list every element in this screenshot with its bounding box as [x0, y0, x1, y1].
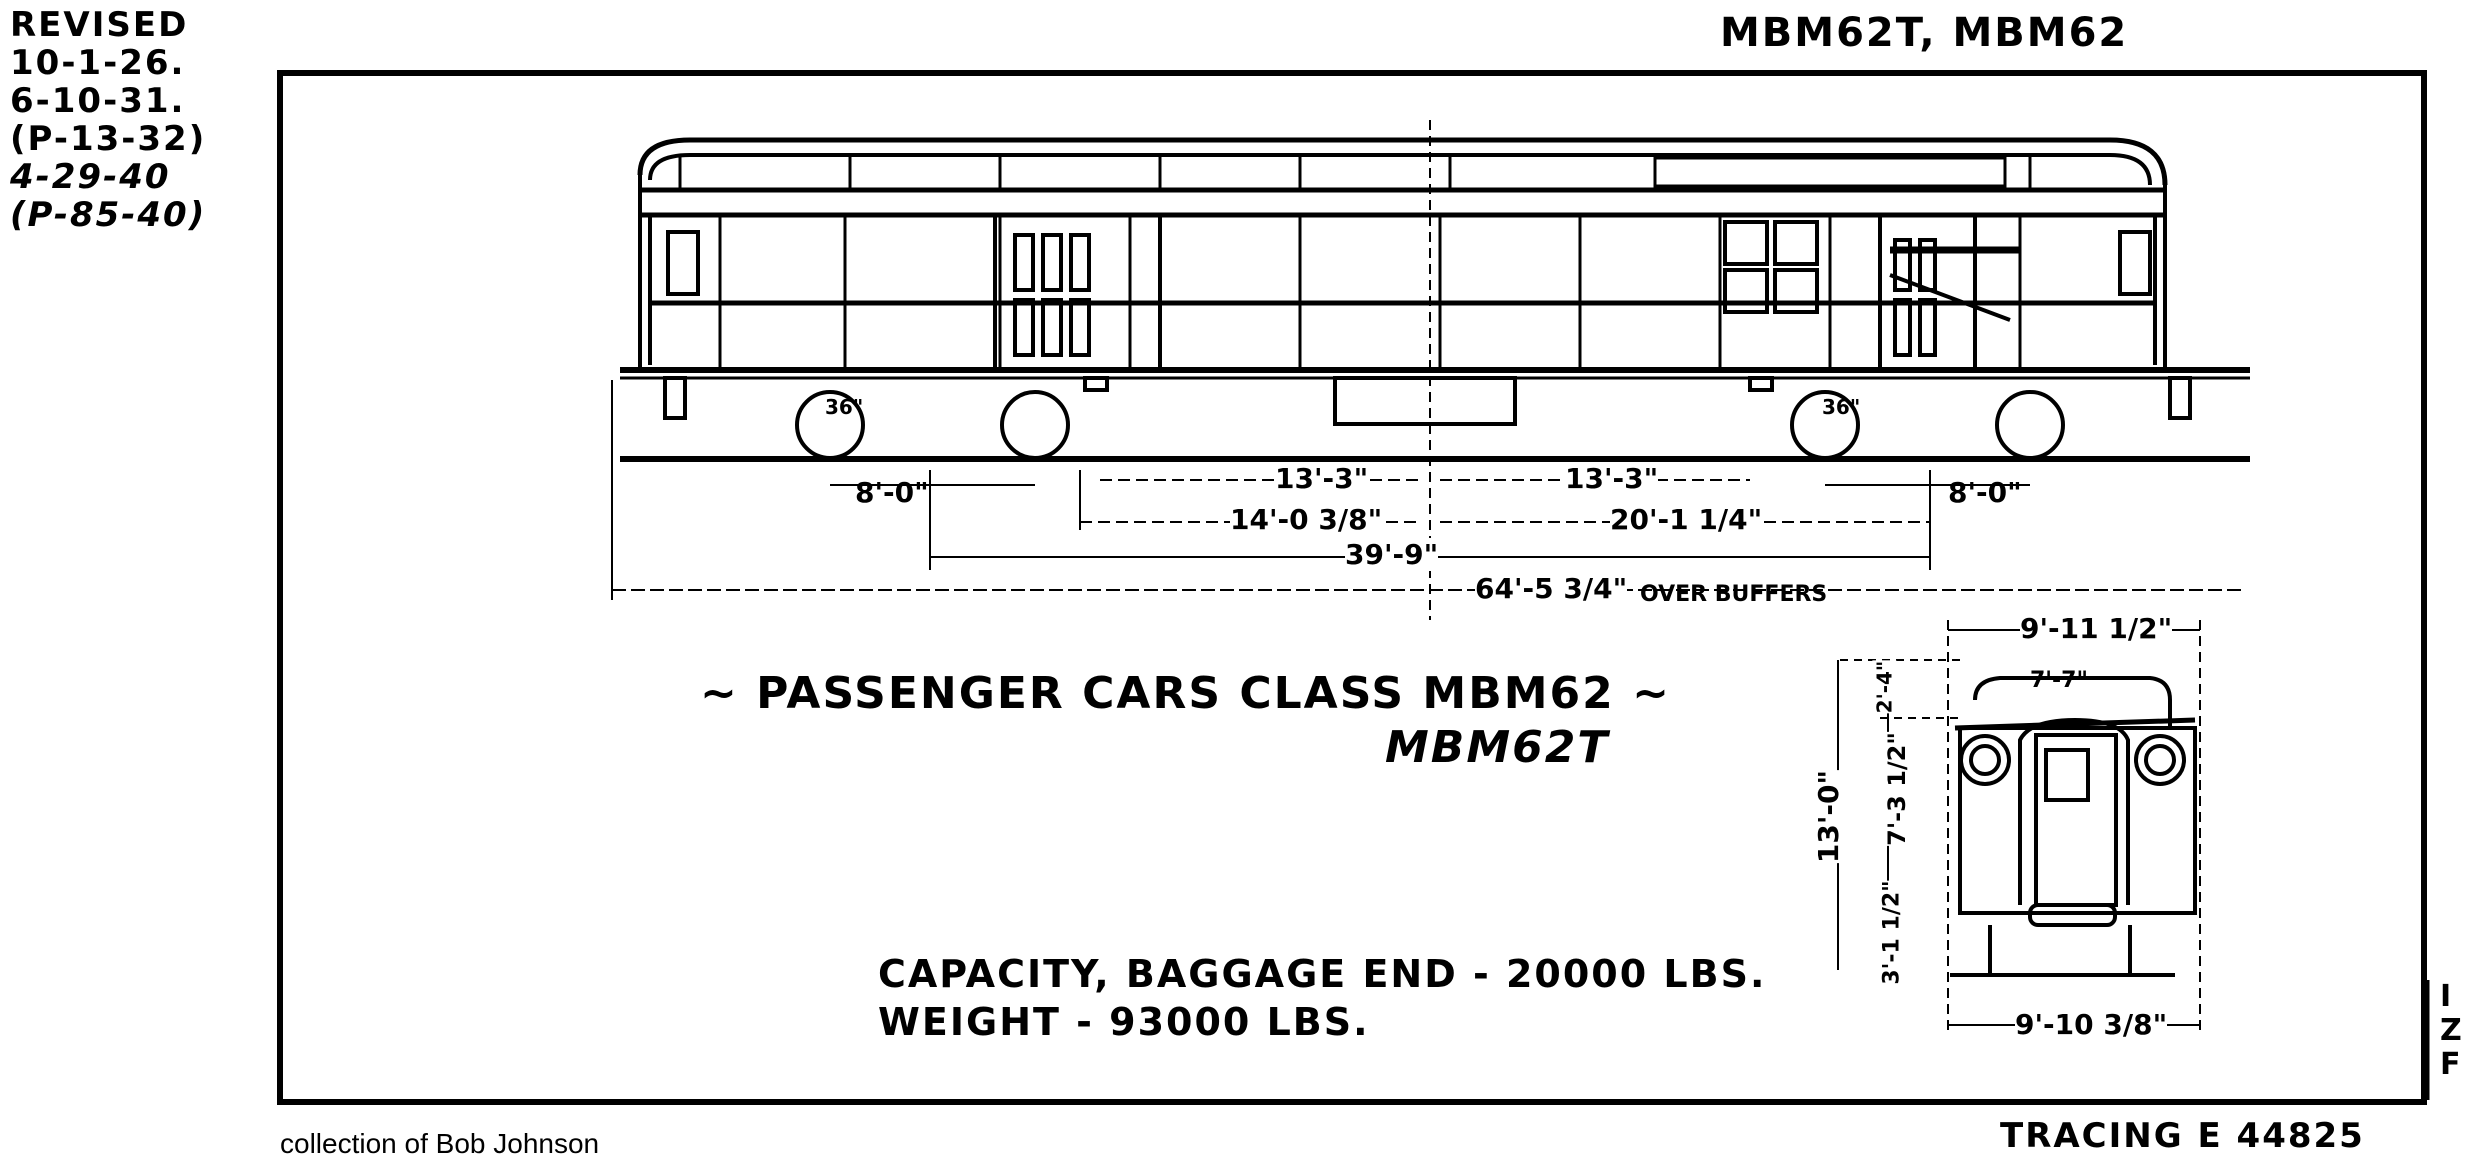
dim-over-buffers: 64'-5 3/4"	[1475, 572, 1628, 605]
capacity-spec: CAPACITY, BAGGAGE END - 20000 LBS.	[878, 952, 1767, 996]
drawing-frame	[277, 70, 2427, 1105]
dim-door-center-left: 13'-3"	[1275, 462, 1369, 495]
dim-roof-height: 2'-4"	[1872, 660, 1897, 714]
dim-body-height: 7'-3 1/2"	[1882, 732, 1911, 846]
revision-entry: (P-85-40)	[10, 195, 207, 235]
dim-underframe-height: 3'-1 1/2"	[1879, 880, 1905, 985]
dim-total-height: 13'-0"	[1812, 769, 1846, 864]
edge-mark: I	[2440, 979, 2454, 1014]
edge-mark: F	[2440, 1047, 2463, 1082]
edge-marks: I Z F	[2440, 980, 2464, 1082]
drawing-title: ~ PASSENGER CARS CLASS MBM62 ~	[700, 668, 1671, 719]
dim-truck-wheelbase-right: 8'-0"	[1948, 476, 2022, 509]
revision-label: REVISED	[10, 5, 189, 45]
class-codes-header: MBM62T, MBM62	[1720, 10, 2129, 56]
dim-roof-width: 7'-7"	[2030, 668, 2088, 693]
end-view-car	[1950, 676, 2197, 977]
drawing-subtitle: MBM62T	[1385, 722, 1610, 773]
side-view-car-body	[620, 137, 2250, 426]
tracing-number: TRACING E 44825	[2000, 1116, 2365, 1156]
dim-end-width-top: 9'-11 1/2"	[2020, 612, 2173, 645]
revision-entry: 6-10-31.	[10, 81, 186, 121]
over-buffers-label: OVER BUFFERS	[1640, 582, 1828, 607]
dim-wheel-dia-right: 36"	[1822, 395, 1861, 419]
dim-door-center-right: 13'-3"	[1565, 462, 1659, 495]
edge-mark: Z	[2440, 1013, 2464, 1048]
dim-center-left: 14'-0 3/8"	[1230, 503, 1383, 536]
collection-credit: collection of Bob Johnson	[280, 1128, 600, 1159]
revision-block: REVISED 10-1-26. 6-10-31. (P-13-32) 4-29…	[10, 6, 206, 234]
weight-spec: WEIGHT - 93000 LBS.	[878, 1000, 1370, 1044]
dim-truck-wheelbase-left: 8'-0"	[855, 476, 929, 509]
revision-entry: 4-29-40	[10, 157, 171, 197]
revision-entry: (P-13-32)	[10, 119, 207, 159]
dim-wheel-dia-left: 36"	[825, 395, 864, 419]
dim-truck-centers: 39'-9"	[1345, 538, 1439, 571]
revision-entry: 10-1-26.	[10, 43, 186, 83]
dim-center-right: 20'-1 1/4"	[1610, 503, 1763, 536]
dim-end-width-bottom: 9'-10 3/8"	[2015, 1008, 2168, 1041]
